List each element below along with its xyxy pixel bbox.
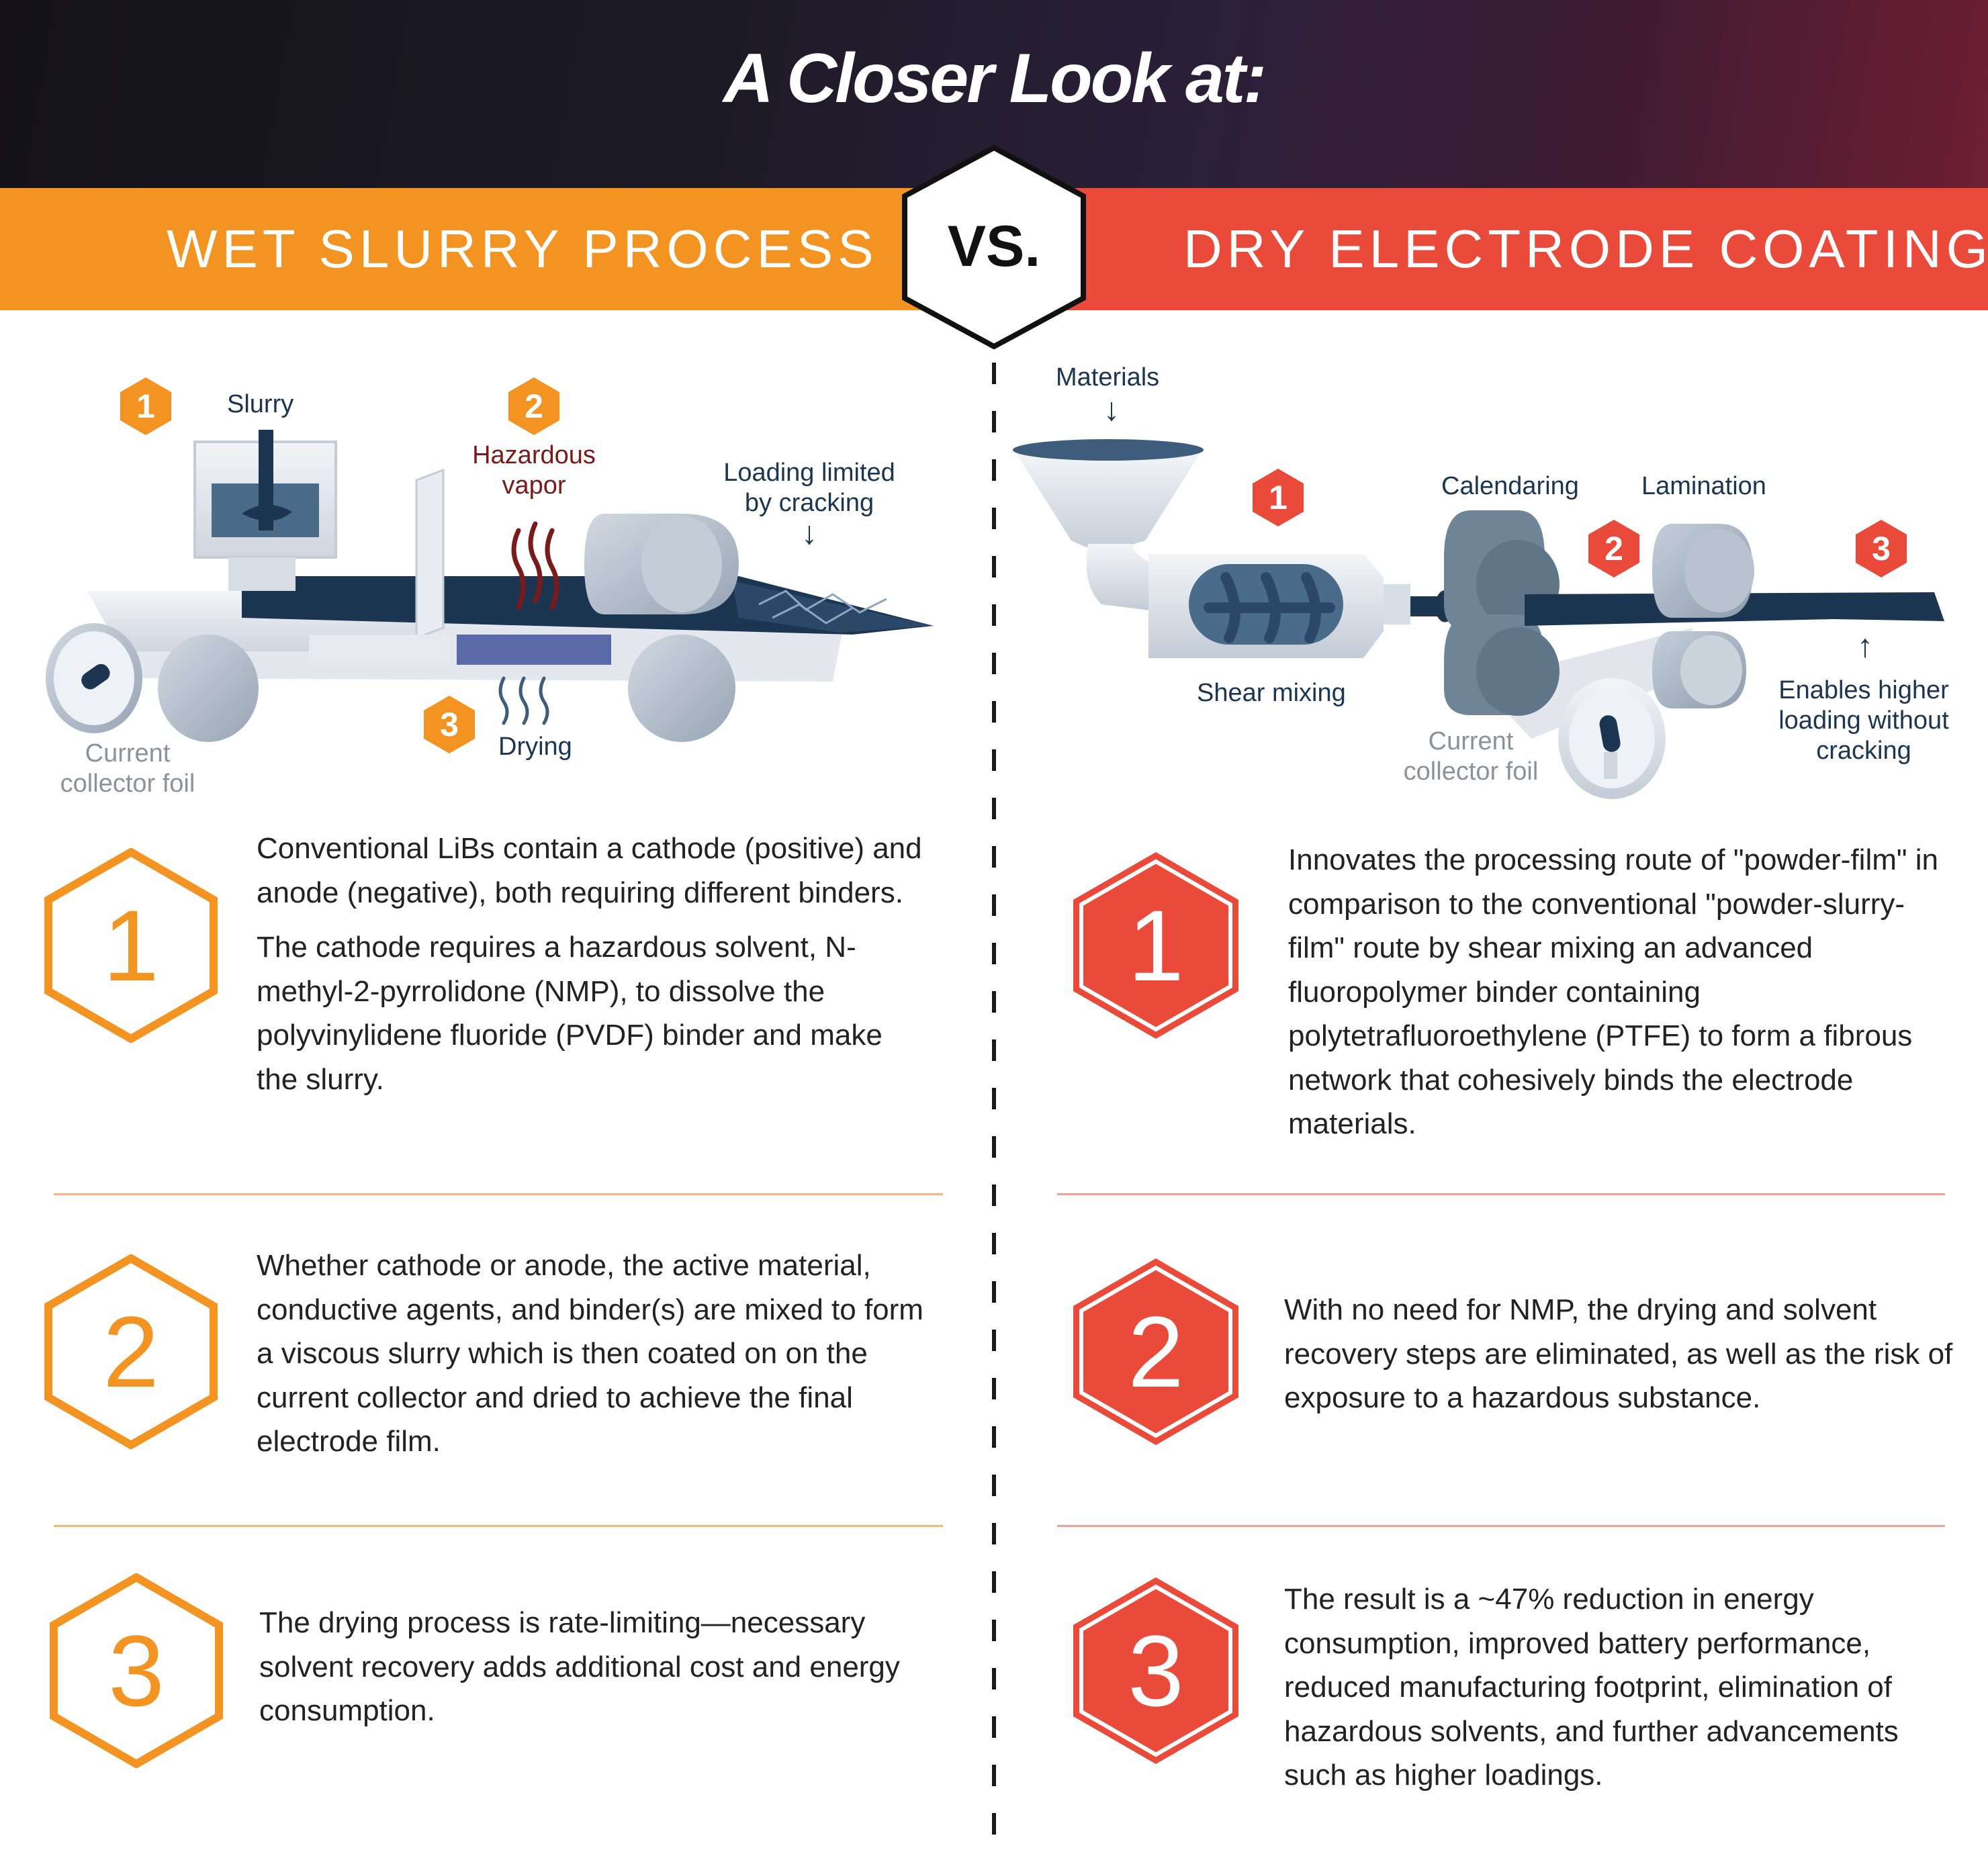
up-arrow-icon: ↑: [1857, 629, 1873, 664]
wet-step-1-text: Conventional LiBs contain a cathode (pos…: [257, 832, 922, 1096]
wet-step-2-number: 2: [103, 1295, 159, 1408]
wet-step-2-text: Whether cathode or anode, the active mat…: [257, 1249, 923, 1458]
vs-label: VS.: [947, 214, 1041, 279]
down-arrow-icon: ↓: [801, 516, 817, 551]
lamination-label: Lamination: [1641, 472, 1766, 500]
wet-diagram-badge-3-number: 3: [440, 706, 459, 743]
dry-step-1-hexagon: [1073, 852, 1238, 1039]
wet-process-band: WET SLURRY PROCESS: [0, 188, 994, 310]
wet-step-1-number: 1: [103, 889, 159, 1002]
dry-step-1-number: 1: [1128, 889, 1184, 1002]
center-divider: [992, 363, 996, 1854]
dry-process-band: DRY ELECTRODE COATING: [994, 188, 1988, 310]
dry-process-diagram: [1013, 439, 1944, 799]
dry-diagram-badge-3: [1856, 520, 1907, 577]
wet-diagram-badge-3: [424, 696, 475, 753]
dry-step-2-hexagon: [1073, 1258, 1238, 1445]
dry-step-2-text: With no need for NMP, the drying and sol…: [1284, 1293, 1953, 1414]
slurry-label: Slurry: [227, 390, 294, 418]
wet-divider-2: [54, 1525, 943, 1527]
page-title: A Closer Look at:: [723, 40, 1267, 118]
dry-diagram-badge-1-number: 1: [1269, 479, 1287, 516]
wet-diagram-badge-2-number: 2: [525, 387, 543, 425]
dry-step-3-text: The result is a ~47% reduction in energy…: [1284, 1583, 1899, 1792]
wet-step-2-hexagon: [44, 1254, 218, 1449]
materials-label: Materials: [1056, 363, 1160, 391]
dry-step-3-number: 3: [1128, 1614, 1184, 1727]
dryer: [457, 635, 611, 665]
dry-diagram-badge-1: [1253, 469, 1304, 526]
calendaring-label: Calendaring: [1441, 472, 1579, 500]
drying-waves: [498, 676, 549, 725]
dry-diagram-badge-2-number: 2: [1605, 530, 1623, 567]
wet-step-3-text: The drying process is rate-limiting—nece…: [259, 1606, 900, 1727]
dry-step-1-text: Innovates the processing route of "powde…: [1288, 843, 1938, 1140]
wet-roller-1: [158, 635, 259, 742]
doctor-blade: [415, 468, 445, 640]
wet-process-title: WET SLURRY PROCESS: [167, 219, 878, 279]
dry-process-title: DRY ELECTRODE COATING: [1183, 219, 1988, 279]
wet-diagram-badge-2: [508, 377, 559, 435]
drying-label: Drying: [498, 733, 572, 761]
wet-step-3-hexagon: [50, 1573, 223, 1768]
wet-process-diagram: [46, 430, 934, 742]
wet-roller-2: [628, 635, 735, 742]
materials-funnel: [1014, 450, 1202, 554]
dry-diagram-badge-2: [1588, 520, 1639, 577]
dry-divider-1: [1057, 1193, 1945, 1195]
wet-divider-1: [54, 1193, 943, 1195]
dry-divider-2: [1057, 1525, 1945, 1527]
shear-mixing-label: Shear mixing: [1197, 679, 1346, 707]
materials-arrow-icon: ↓: [1103, 392, 1120, 428]
dry-step-3-hexagon: [1073, 1577, 1238, 1764]
wet-step-3-number: 3: [108, 1614, 165, 1727]
wet-diagram-badge-1-number: 1: [136, 387, 155, 425]
dry-diagram-badge-3-number: 3: [1872, 530, 1891, 567]
dry-step-2-number: 2: [1128, 1295, 1184, 1408]
wet-diagram-badge-1: [120, 377, 171, 435]
vs-hexagon: [902, 144, 1086, 350]
screw-auger: [1204, 572, 1335, 643]
vapor-waves: [511, 521, 559, 610]
wet-step-1-hexagon: [44, 848, 218, 1043]
